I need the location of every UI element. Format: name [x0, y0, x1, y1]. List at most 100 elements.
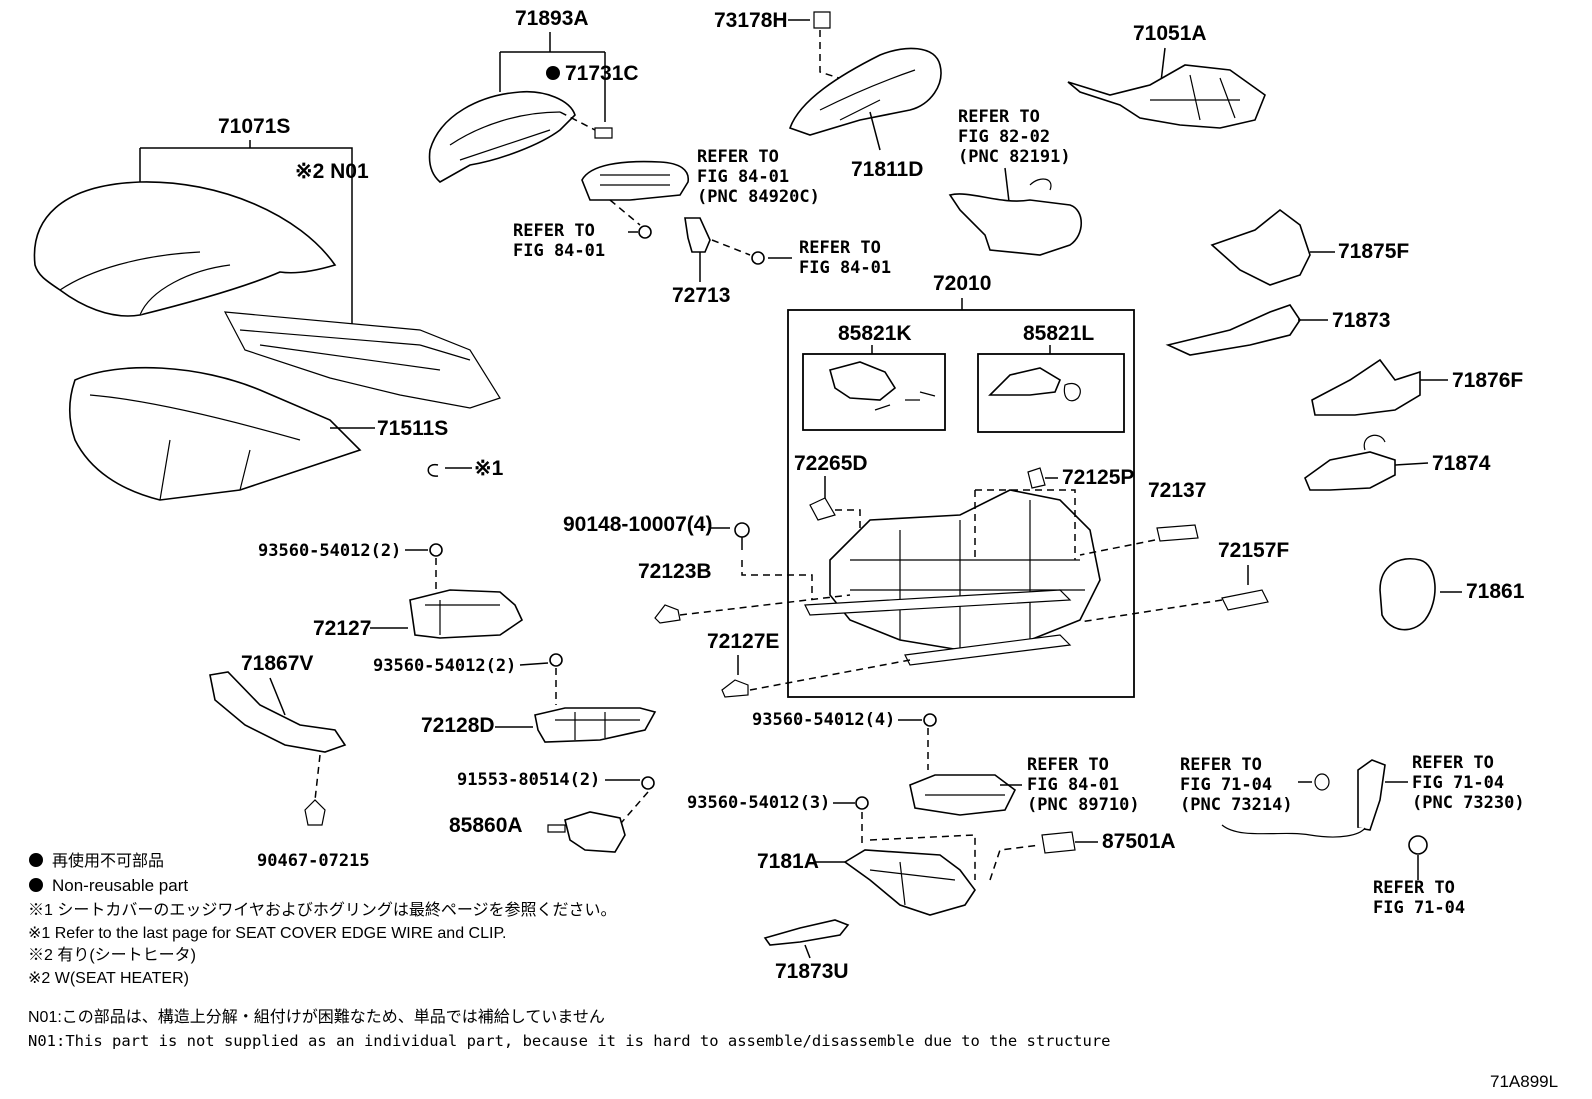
ref-73214-line2: FIG 71-04 [1180, 775, 1272, 795]
label-71861: 71861 [1466, 580, 1525, 603]
cover-72123B-shape [654, 604, 681, 624]
ref-84-left-line2: FIG 84-01 [513, 241, 605, 261]
ref-73214-line1: REFER TO [1180, 755, 1262, 775]
label-72128D: 72128D [421, 714, 495, 737]
screw-icon [751, 251, 765, 265]
cover-72137-shape [1156, 524, 1199, 542]
cover-72127-shape [409, 589, 524, 639]
buckle-wire-shape [1221, 824, 1366, 838]
bracket-7181A-shape [843, 849, 976, 916]
legend-dot-icon [29, 853, 43, 867]
note1-jp: ※1 シートカバーのエッジワイヤおよびホグリングは最終ページを参照ください。 [28, 901, 617, 919]
label-71071S: 71071S [218, 115, 290, 138]
label-71874: 71874 [1432, 452, 1491, 475]
grommet-73214-icon [1314, 773, 1330, 791]
cover-71874-shape [1304, 451, 1396, 491]
label-n01-tag: ※2 N01 [295, 160, 369, 183]
ref-73230-line2: FIG 71-04 [1412, 773, 1504, 793]
box-85821L [977, 353, 1125, 433]
ref-73230-line1: REFER TO [1412, 753, 1494, 773]
box-85821K [802, 353, 946, 431]
label-71875F: 71875F [1338, 240, 1409, 263]
ref-82191-line3: (PNC 82191) [958, 147, 1071, 167]
ref-82191-line2: FIG 82-02 [958, 127, 1050, 147]
seat-heater-mat-shape [223, 311, 501, 409]
label-93560-a: 93560-54012(2) [258, 541, 401, 561]
knob-71861-shape [1379, 558, 1436, 631]
seat-cover-shape [33, 181, 337, 317]
bolt-icon [734, 522, 750, 538]
label-71873: 71873 [1332, 309, 1390, 332]
rail-left-shape [804, 589, 1072, 616]
motor-85821K-shape [829, 361, 897, 401]
label-71051A: 71051A [1133, 22, 1207, 45]
cover-72157F-shape [1221, 589, 1269, 611]
switch-85860A-shape [564, 811, 626, 853]
cover-71876F-shape [1311, 358, 1421, 416]
label-72010: 72010 [933, 272, 991, 295]
cover-71867V-shape [209, 671, 347, 753]
bolt-icon [641, 776, 655, 790]
bolt-icon [855, 796, 869, 810]
ref-84-right-line2: FIG 84-01 [799, 258, 891, 278]
label-72713: 72713 [672, 284, 730, 307]
seat-adjuster-shape [829, 489, 1101, 651]
box-72010 [787, 309, 1135, 698]
ref-84920C-line1: REFER TO [697, 147, 779, 167]
clip-73178H-shape [813, 11, 831, 29]
seat-cushion-pad-shape [68, 366, 362, 501]
label-72125P: 72125P [1062, 466, 1134, 489]
label-87501A: 87501A [1102, 830, 1176, 853]
label-90467: 90467-07215 [257, 851, 370, 871]
bolt-icon [549, 653, 563, 667]
label-71731C: 71731C [565, 62, 639, 85]
label-85821K: 85821K [838, 322, 912, 345]
ref-89710-line1: REFER TO [1027, 755, 1109, 775]
label-73178H: 73178H [714, 9, 788, 32]
note1-en: ※1 Refer to the last page for SEAT COVER… [28, 925, 507, 942]
label-7181A: 7181A [757, 850, 819, 873]
label-93560-b: 93560-54012(2) [373, 656, 516, 676]
ref-7104-line1: REFER TO [1373, 878, 1455, 898]
bracket-71071S [139, 140, 353, 330]
bracket-72713-shape [684, 217, 711, 253]
buckle-nut-icon [1408, 835, 1428, 855]
sensor-87501A-shape [1041, 831, 1076, 854]
label-mark1: ※1 [474, 457, 504, 480]
n01-jp: N01:この部品は、構造上分解・組付けが困難なため、単品では補給していません [28, 1008, 605, 1026]
bolt-icon [429, 543, 443, 557]
ref-84-left-line1: REFER TO [513, 221, 595, 241]
label-71876F: 71876F [1452, 369, 1523, 392]
label-90148: 90148-10007(4) [563, 513, 712, 536]
cover-72128D-shape [534, 707, 657, 743]
label-71893A: 71893A [515, 7, 589, 30]
rail-right-shape [904, 634, 1072, 666]
diagram-code: 71A899L [1490, 1072, 1558, 1091]
bolt-icon [923, 713, 937, 727]
ref-73230-line3: (PNC 73230) [1412, 793, 1525, 813]
clip-72125P-shape [1027, 467, 1046, 489]
label-93560-c: 93560-54012(4) [752, 710, 895, 730]
buckle-73230-shape [1357, 759, 1386, 831]
non-reusable-dot-icon [546, 66, 560, 80]
ref-89710-line2: FIG 84-01 [1027, 775, 1119, 795]
label-93560-d: 93560-54012(3) [687, 793, 830, 813]
ref-84-right-line1: REFER TO [799, 238, 881, 258]
harness-82191-shape [948, 193, 1083, 256]
motor-85821L-shape [988, 367, 1062, 396]
label-91553: 91553-80514(2) [457, 770, 600, 790]
seat-switch-shape [581, 160, 689, 201]
clip-71731C-shape [594, 127, 613, 139]
hog-ring-icon [427, 463, 439, 477]
ref-82191-line1: REFER TO [958, 107, 1040, 127]
label-85860A: 85860A [449, 814, 523, 837]
label-72127: 72127 [313, 617, 371, 640]
screw-icon [638, 225, 652, 239]
ref-73214-line3: (PNC 73214) [1180, 795, 1293, 815]
label-72157F: 72157F [1218, 539, 1289, 562]
label-72127E: 72127E [707, 630, 779, 653]
cover-71873-shape [1165, 304, 1301, 356]
label-72123B: 72123B [638, 560, 712, 583]
cover-71875F-shape [1210, 208, 1311, 286]
